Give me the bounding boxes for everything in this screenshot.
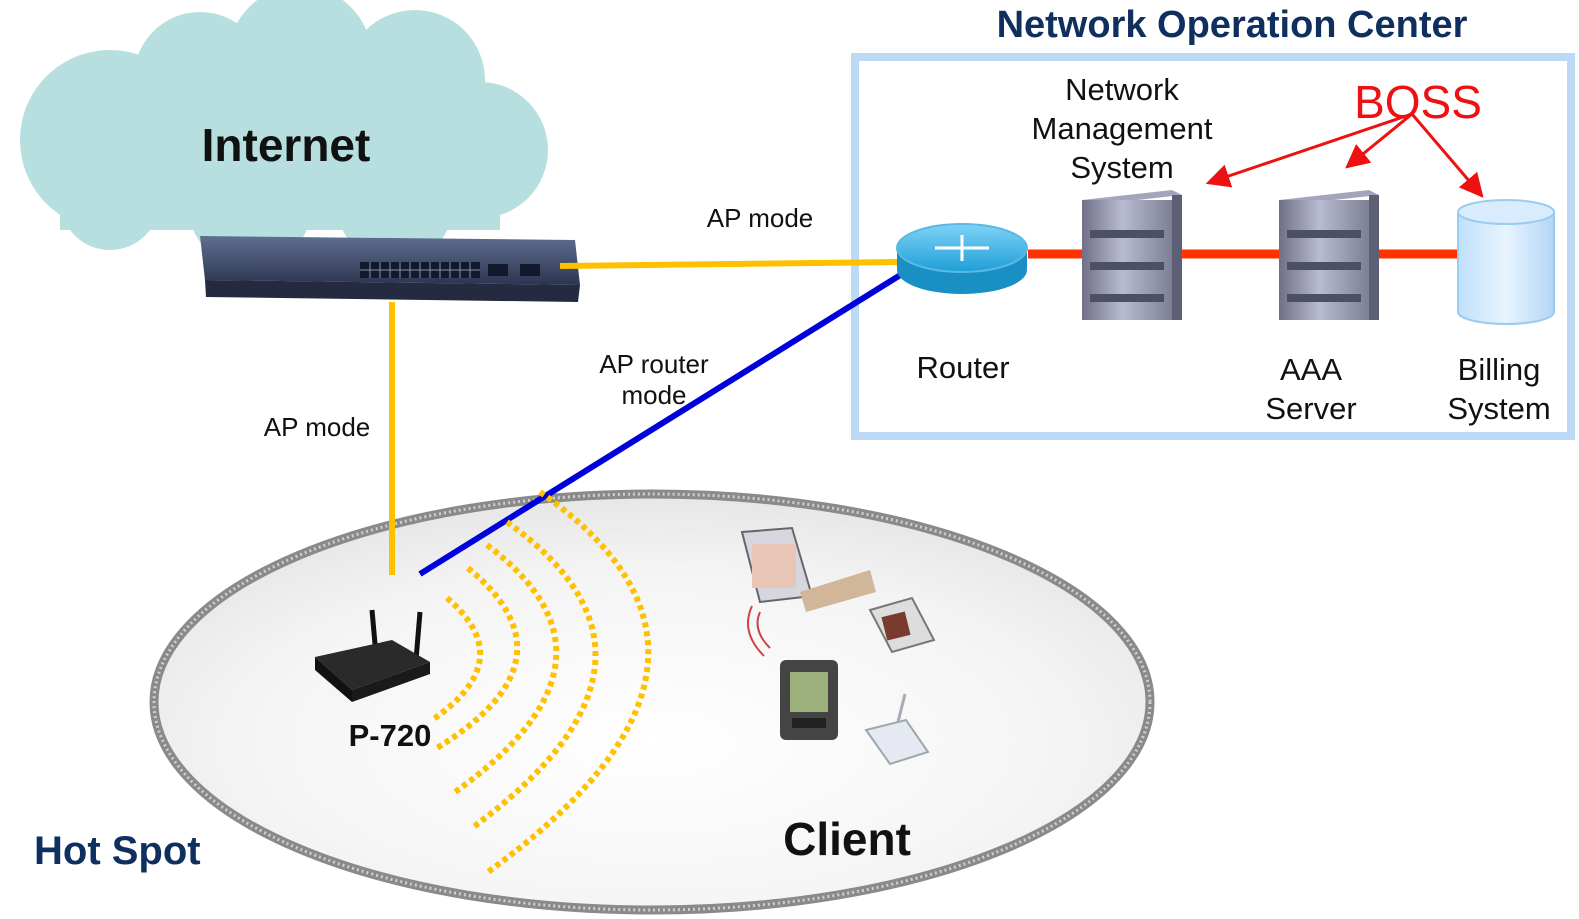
ap-router-mode-label: AP router mode	[599, 349, 709, 410]
client-laptop-icon	[740, 526, 876, 657]
aaa-server-label: AAA Server	[1265, 352, 1357, 426]
ap-mode-label-top: AP mode	[706, 203, 814, 233]
client-label: Client	[783, 813, 911, 865]
nms-server-icon	[1082, 190, 1182, 320]
internet-cloud	[20, 0, 548, 267]
ap-router-mode-link	[418, 271, 904, 577]
wireless-waves	[430, 489, 652, 875]
noc-title: Network Operation Center	[996, 4, 1468, 46]
client-usb-adapter-icon	[864, 693, 930, 766]
nms-label: Network Management System	[1031, 72, 1213, 185]
switch-icon	[200, 236, 580, 302]
hotspot-label: Hot Spot	[34, 829, 201, 873]
p720-device-icon	[315, 609, 430, 702]
billing-database-icon	[1457, 199, 1555, 325]
router-label: Router	[916, 350, 1010, 385]
boss-label: BOSS	[1354, 76, 1482, 128]
client-pda-icon	[780, 660, 838, 740]
router-icon	[896, 223, 1028, 294]
ap-mode-link-top	[559, 259, 903, 269]
internet-label: Internet	[201, 119, 371, 171]
boss-arrows	[1205, 112, 1484, 198]
ap-mode-label-left: AP mode	[263, 412, 371, 442]
aaa-server-icon	[1279, 190, 1379, 320]
client-pccard-icon	[868, 596, 936, 654]
billing-system-label: Billing System	[1447, 352, 1551, 426]
hotspot-area	[149, 489, 1155, 915]
p720-label: P-720	[348, 718, 432, 753]
